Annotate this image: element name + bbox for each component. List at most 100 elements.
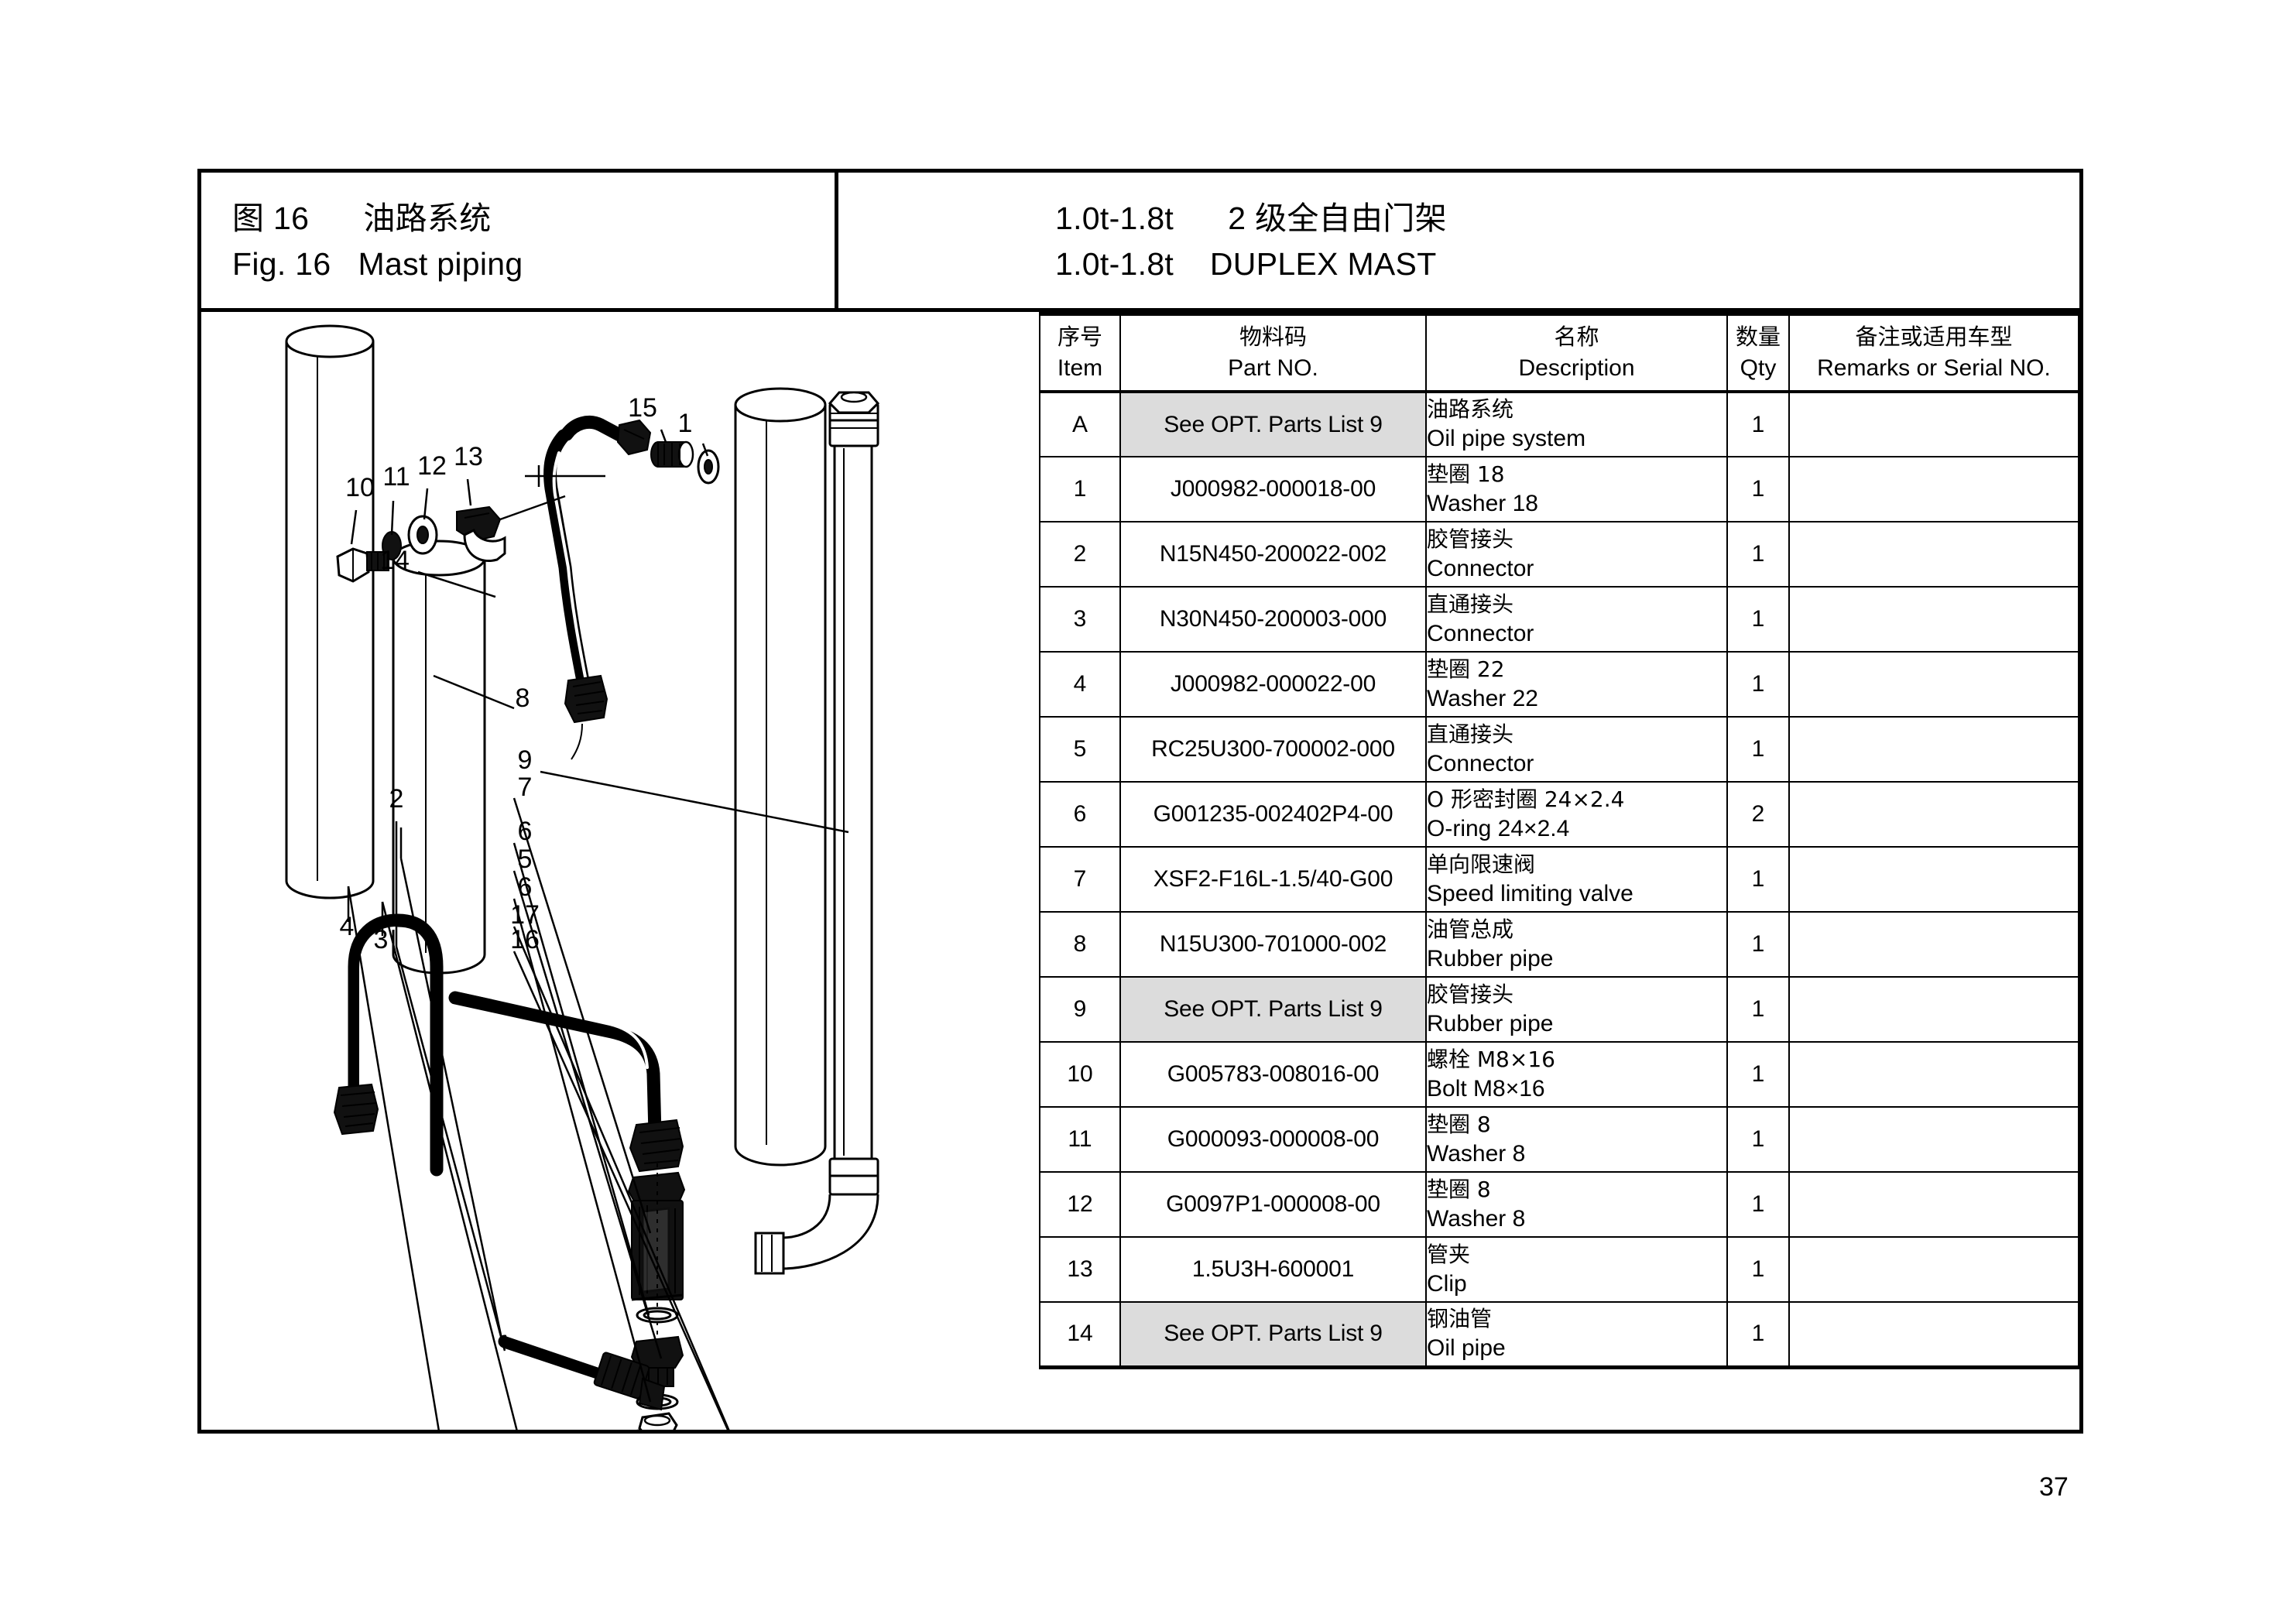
cell-qty: 1 <box>1726 651 1790 718</box>
cell-remarks <box>1788 1041 2079 1108</box>
col-header-item-cjk: 序号 <box>1057 324 1102 350</box>
cell-item: A <box>1039 391 1121 457</box>
col-header-remarks-en: Remarks or Serial NO. <box>1817 355 2051 381</box>
cell-item: 12 <box>1039 1171 1121 1238</box>
washer-12 <box>407 515 438 555</box>
cell-item: 14 <box>1039 1301 1121 1369</box>
cell-description-en: Clip <box>1427 1270 1467 1297</box>
col-header-remarks-cjk: 备注或适用车型 <box>1855 324 2013 350</box>
left-hose-end-fitting <box>333 1083 379 1136</box>
cell-description-en: Washer 18 <box>1427 490 1538 516</box>
callout-number: 14 <box>380 546 410 575</box>
cell-description-cjk: 油路系统 <box>1427 396 1514 422</box>
col-header-part-no: 物料码 Part NO. <box>1119 312 1427 393</box>
cell-description-en: Connector <box>1427 750 1534 776</box>
model-title-cjk: 1.0t-1.8t 2 级全自由门架 <box>1055 200 1447 236</box>
cell-description-en: Rubber pipe <box>1427 1010 1554 1036</box>
parts-table-container: 序号 Item 物料码 Part NO. 名称 Description 数量 <box>1037 312 2079 1430</box>
cell-remarks <box>1788 1171 2079 1238</box>
cell-description-en: Oil pipe system <box>1427 426 1586 451</box>
cell-description: 直通接头 Connector <box>1425 716 1728 783</box>
cell-description-cjk: 垫圈 22 <box>1427 656 1505 682</box>
col-header-description: 名称 Description <box>1425 312 1728 393</box>
valve-stack <box>627 1119 686 1427</box>
mast-channel-right <box>734 387 827 1167</box>
callout-number: 15 <box>628 393 657 423</box>
cell-remarks <box>1788 781 2079 848</box>
cell-description-cjk: 直通接头 <box>1427 721 1514 747</box>
cell-item: 11 <box>1039 1106 1121 1173</box>
cell-description-cjk: 管夹 <box>1427 1241 1471 1267</box>
cell-description-cjk: 直通接头 <box>1427 591 1514 617</box>
exploded-parts-drawing: .ln { fill:none; stroke:#000; stroke-wid… <box>201 312 1037 1430</box>
page-body: .ln { fill:none; stroke:#000; stroke-wid… <box>201 312 2079 1430</box>
callout-number: 13 <box>454 442 483 471</box>
cell-remarks <box>1788 1301 2079 1369</box>
callout-number: 2 <box>389 784 404 814</box>
cell-remarks <box>1788 716 2079 783</box>
cell-remarks <box>1788 1236 2079 1303</box>
callout-number: 11 <box>382 462 410 492</box>
cell-part-no: XSF2-F16L-1.5/40-G00 <box>1119 846 1427 913</box>
upper-oil-pipe-assembly <box>543 416 720 760</box>
cell-remarks <box>1788 976 2079 1043</box>
col-header-description-cjk: 名称 <box>1554 324 1599 350</box>
mast-channel-front <box>392 540 486 975</box>
cell-part-no: G000093-000008-00 <box>1119 1106 1427 1173</box>
cell-part-no: J000982-000022-00 <box>1119 651 1427 718</box>
cross-over-hose <box>448 988 662 1141</box>
cell-qty: 1 <box>1726 1301 1790 1369</box>
cell-qty: 1 <box>1726 1041 1790 1108</box>
callout-number: 6 <box>518 817 533 846</box>
cell-description-en: Oil pipe <box>1427 1334 1506 1361</box>
cell-item: 1 <box>1039 456 1121 522</box>
callout-number: 8 <box>516 684 530 713</box>
cell-item: 3 <box>1039 586 1121 653</box>
page-number: 37 <box>2039 1472 2069 1502</box>
cell-description-cjk: 油管总成 <box>1427 916 1514 942</box>
col-header-item: 序号 Item <box>1039 312 1121 393</box>
table-header-row: 序号 Item 物料码 Part NO. 名称 Description 数量 <box>1039 312 2079 393</box>
cell-qty: 1 <box>1726 1236 1790 1303</box>
cell-part-no: N15N450-200022-002 <box>1119 521 1427 588</box>
callout-number: 5 <box>518 845 533 874</box>
cell-remarks <box>1788 911 2079 978</box>
cell-part-no: See OPT. Parts List 9 <box>1119 976 1427 1043</box>
cell-remarks <box>1788 521 2079 588</box>
cell-qty: 1 <box>1726 521 1790 588</box>
cell-remarks <box>1788 586 2079 653</box>
cell-part-no: N15U300-701000-002 <box>1119 911 1427 978</box>
cell-qty: 1 <box>1726 716 1790 783</box>
cell-qty: 1 <box>1726 1106 1790 1173</box>
cell-part-no: See OPT. Parts List 9 <box>1119 391 1427 457</box>
cell-qty: 1 <box>1726 976 1790 1043</box>
cell-qty: 1 <box>1726 911 1790 978</box>
cell-item: 8 <box>1039 911 1121 978</box>
cell-description: 管夹 Clip <box>1425 1236 1728 1303</box>
washer-18 <box>697 449 720 485</box>
parts-table: 序号 Item 物料码 Part NO. 名称 Description 数量 <box>1039 312 2079 1369</box>
col-header-qty-cjk: 数量 <box>1735 324 1781 350</box>
bolt-10 <box>336 547 389 583</box>
cell-part-no: J000982-000018-00 <box>1119 456 1427 522</box>
cell-item: 7 <box>1039 846 1121 913</box>
cell-part-no: 1.5U3H-600001 <box>1119 1236 1427 1303</box>
cell-item: 5 <box>1039 716 1121 783</box>
cell-item: 10 <box>1039 1041 1121 1108</box>
cell-description-en: Bolt M8×16 <box>1427 1075 1545 1102</box>
clip-and-bolt-stack <box>336 505 506 583</box>
mast-piping-illustration: .ln { fill:none; stroke:#000; stroke-wid… <box>285 324 880 1430</box>
